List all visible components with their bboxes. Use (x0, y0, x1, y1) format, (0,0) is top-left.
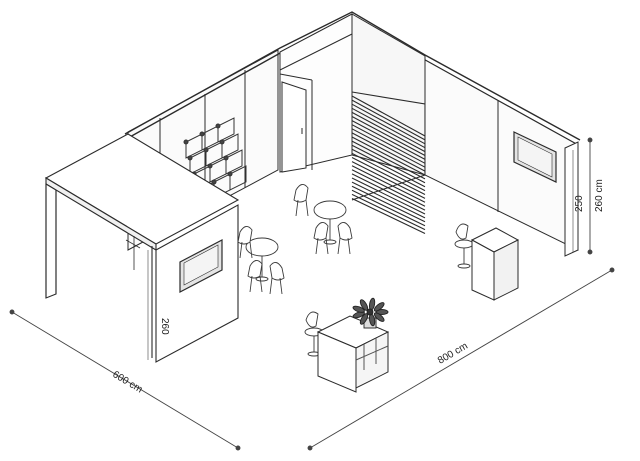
furniture-group (237, 184, 474, 357)
shelf-joint (199, 131, 205, 137)
shelf-joint (223, 155, 229, 161)
slat (351, 103, 426, 145)
monitor-icon (179, 239, 223, 293)
stool-seat (454, 239, 474, 249)
chair-leg (279, 277, 283, 295)
shelf-joint (215, 123, 221, 129)
shelf-cube (229, 165, 247, 191)
slat (351, 148, 426, 188)
dimension-right-panel-height: 250 (574, 195, 585, 212)
chair-leg (249, 241, 253, 259)
slat (351, 152, 426, 192)
slat (351, 111, 426, 153)
slat (351, 132, 426, 172)
right-end-panel (564, 141, 579, 257)
slat (351, 198, 426, 234)
slat (351, 177, 426, 215)
shelf-icon (183, 117, 247, 207)
table-base (255, 276, 269, 282)
shelf-joint (211, 179, 217, 185)
slat (351, 128, 426, 168)
stool-base (457, 263, 471, 269)
plant-leaf (352, 311, 365, 319)
shelf-joint (207, 163, 213, 169)
dimension-right-wall-height: 260 cm (594, 179, 605, 212)
slat (351, 185, 426, 223)
shelf-joint (187, 155, 193, 161)
chair-leg (259, 275, 263, 293)
slat (351, 165, 426, 203)
chair-icon (455, 223, 469, 240)
dimension-lines (9, 137, 615, 451)
shelf-joint (219, 139, 225, 145)
shelf-joint (183, 139, 189, 145)
reception-counter-right (470, 227, 520, 301)
slat (351, 161, 426, 199)
plant-leaf (373, 302, 385, 312)
reception-counter-front (316, 315, 390, 393)
shelf-joint (227, 171, 233, 177)
slat (351, 136, 426, 176)
slat (351, 157, 426, 195)
slat (351, 144, 426, 184)
chair-icon (337, 222, 353, 241)
chair-leg (239, 241, 243, 259)
shelf-cube (225, 149, 243, 175)
chair-leg (347, 237, 351, 255)
slat (351, 120, 426, 160)
plant-icon (352, 297, 389, 329)
dimension-front-width: 600 cm (110, 369, 144, 395)
table-icon (313, 200, 347, 220)
chair-icon (237, 226, 253, 245)
dimension-right-length: 800 cm (436, 341, 470, 367)
chair-leg (315, 237, 319, 255)
chair-leg (269, 277, 273, 295)
slat (351, 140, 426, 180)
chair-leg (337, 237, 341, 255)
slat (351, 95, 426, 137)
chair-icon (269, 262, 285, 281)
chair-icon (247, 260, 263, 279)
chair-icon (293, 184, 309, 203)
dimension-left-wall-height: 260 (159, 318, 170, 335)
chair-icon (305, 311, 319, 328)
chair-leg (295, 199, 299, 217)
shelf-cube (221, 133, 239, 159)
plant-leaf (352, 305, 365, 313)
chair-leg (305, 199, 309, 217)
plant-leaf (373, 312, 385, 322)
slat (351, 173, 426, 211)
slat (351, 99, 426, 141)
slat (351, 107, 426, 149)
chair-icon (313, 222, 329, 241)
plant-leaf (375, 309, 389, 315)
chair-leg (249, 275, 253, 293)
shelf-cube (217, 117, 235, 143)
chair-leg (325, 237, 329, 255)
slat (351, 181, 426, 219)
plant-center (366, 308, 374, 316)
slatted-wall (351, 91, 426, 234)
plant-leaf (359, 313, 369, 325)
monitor-icon (513, 131, 557, 183)
slat (351, 193, 426, 231)
shelf-joint (203, 147, 209, 153)
slat (351, 116, 426, 156)
door-icon (281, 81, 307, 173)
table-base (323, 239, 337, 245)
slat (351, 124, 426, 164)
plant-leaf (359, 299, 369, 311)
